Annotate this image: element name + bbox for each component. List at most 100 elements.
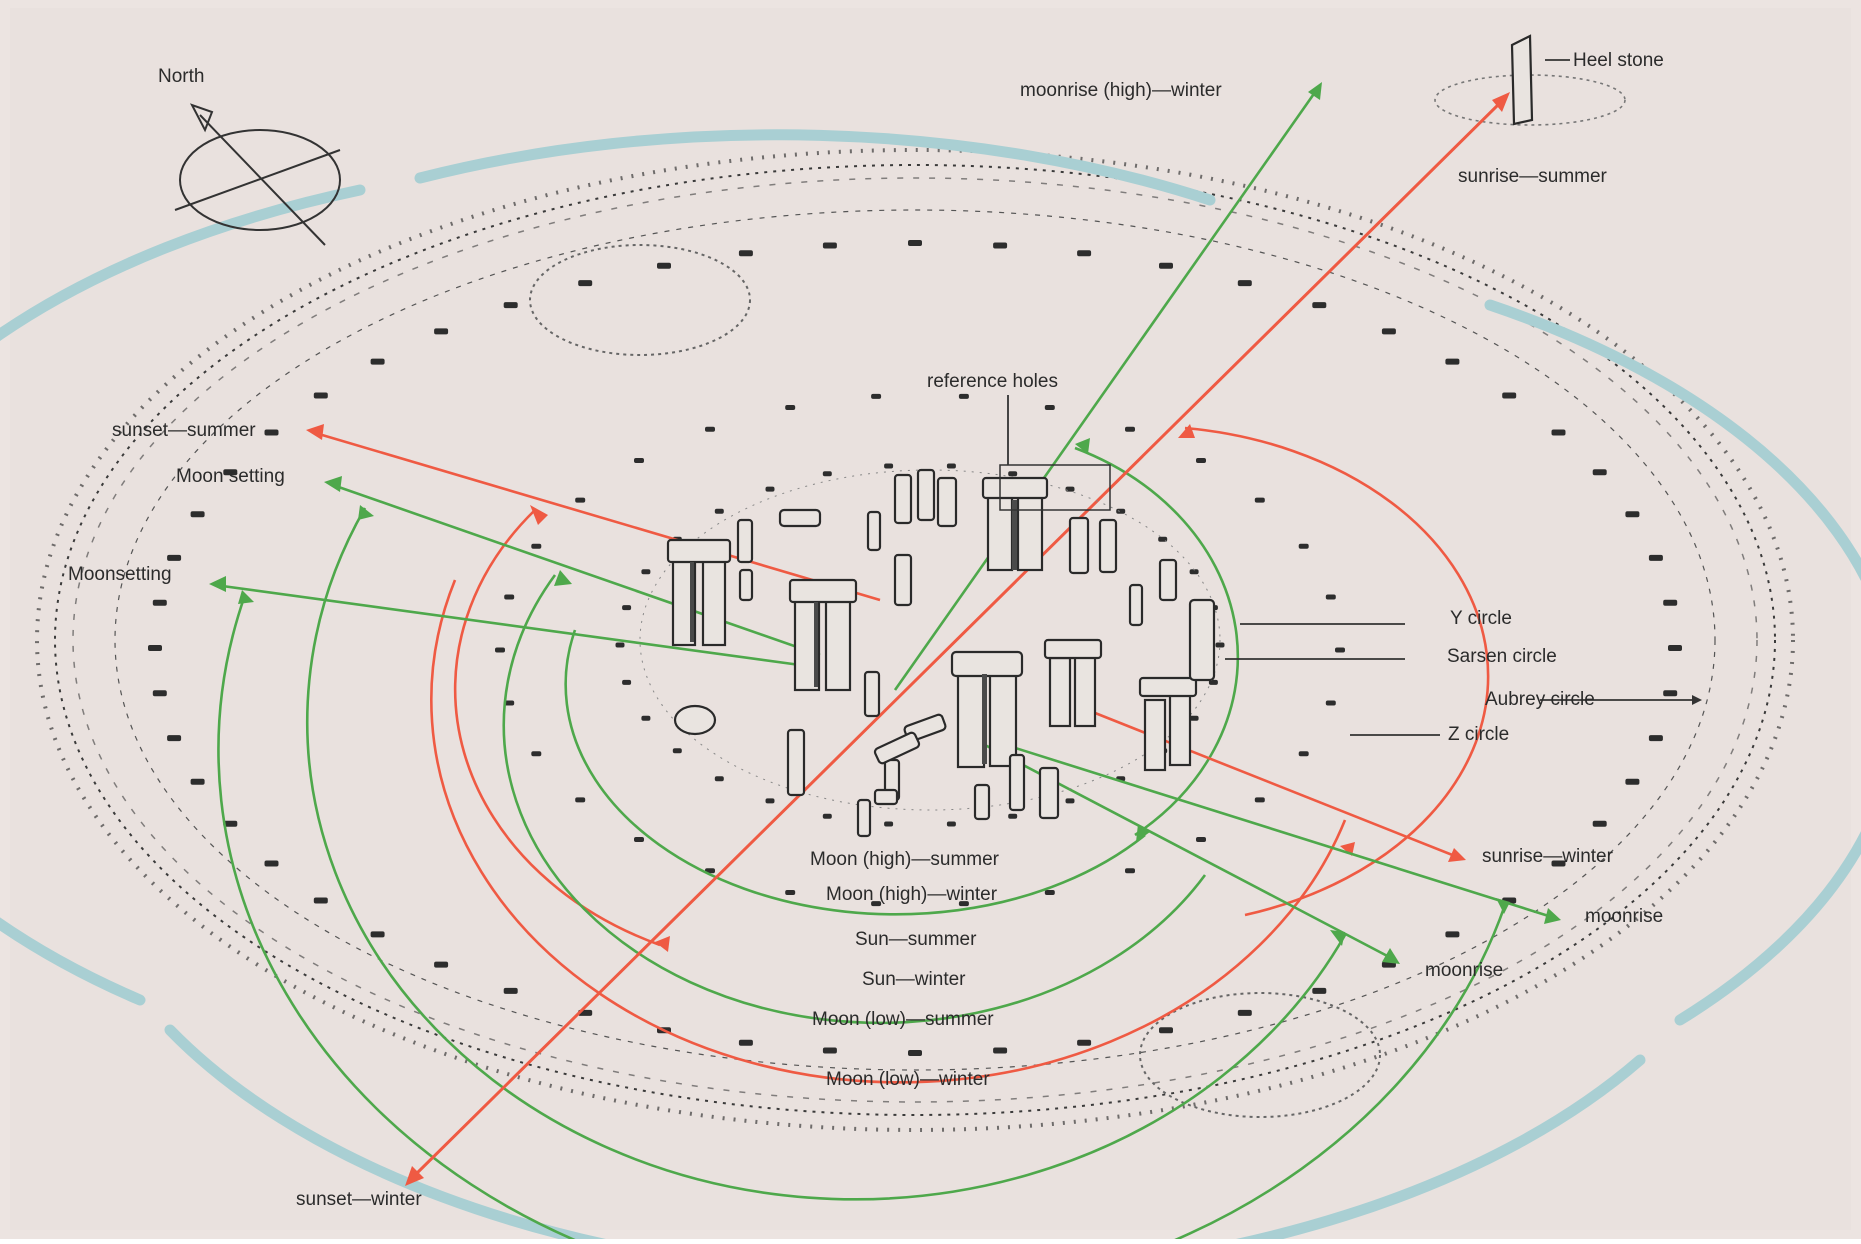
moon-setting-arrow-1: [324, 476, 342, 492]
z-hole: [641, 569, 651, 575]
z-hole: [884, 821, 894, 827]
aubrey-hole: [1159, 1027, 1173, 1034]
y-hole: [871, 393, 882, 399]
reference-holes-label: reference holes: [927, 371, 1058, 392]
trilithon: [1043, 638, 1103, 728]
aubrey-hole: [1625, 778, 1640, 785]
y-hole: [785, 405, 796, 410]
aubrey-hole: [503, 302, 518, 309]
y-hole: [1196, 837, 1206, 842]
ditch-ring: [0, 129, 1861, 1244]
aubrey-hole: [434, 961, 449, 968]
aubrey-hole: [1663, 690, 1678, 697]
z-hole: [1008, 471, 1018, 477]
aubrey-hole: [1648, 554, 1663, 561]
aubrey-hole: [1445, 358, 1460, 365]
aubrey-hole: [190, 778, 205, 785]
aubrey-hole: [370, 931, 385, 938]
heel-stone-label: Heel stone: [1573, 50, 1664, 71]
aubrey-hole: [822, 242, 837, 249]
arrowhead: [1075, 438, 1090, 454]
aubrey-hole: [167, 735, 182, 742]
aubrey-hole: [264, 429, 279, 436]
y-hole: [1254, 497, 1265, 503]
z-hole: [641, 715, 651, 721]
aubrey-hole: [822, 1047, 837, 1054]
aubrey-hole: [657, 262, 671, 269]
aubrey-hole: [1445, 931, 1460, 938]
circle-pointers: [1225, 623, 1702, 736]
arc-labels: Moon (high)—summer Moon (high)—winter Su…: [810, 849, 1000, 1090]
aubrey-hole: [993, 1047, 1008, 1054]
aubrey-hole: [148, 645, 162, 651]
arrowhead: [530, 505, 548, 525]
sunrise-winter-label: sunrise—winter: [1482, 846, 1614, 867]
z-circle-label: Z circle: [1448, 724, 1509, 745]
trilithon: [981, 476, 1049, 572]
reference-holes-marker: reference holes: [927, 371, 1111, 511]
central-stones: [639, 468, 1221, 838]
aubrey-hole: [313, 392, 328, 399]
aubrey-hole: [313, 897, 328, 904]
y-hole: [504, 700, 515, 706]
aubrey-hole: [370, 358, 385, 365]
aubrey-hole: [1668, 645, 1682, 651]
sun-winter-arc: [430, 579, 1347, 1084]
sunrise-winter-arrow: [1448, 848, 1466, 862]
z-hole: [672, 748, 682, 754]
sunset-winter-label: sunset—winter: [296, 1189, 422, 1210]
moonrise-arrow-2: [1382, 948, 1400, 964]
moon-setting-label-1: Moon setting: [176, 466, 285, 487]
inner-bank-ring: [114, 209, 1716, 1071]
y-hole: [1298, 751, 1309, 757]
z-hole: [622, 679, 632, 685]
z-hole: [1189, 715, 1199, 721]
z-hole: [1189, 569, 1199, 575]
aubrey-hole: [1551, 429, 1566, 436]
arc-arrowheads: [238, 424, 1510, 952]
sunset-summer-line: [311, 430, 881, 602]
aubrey-hole: [908, 240, 922, 246]
z-hole: [765, 486, 775, 492]
aubrey-hole: [738, 1039, 753, 1046]
trilithon: [788, 578, 858, 692]
aubrey-hole: [1502, 392, 1517, 399]
z-hole: [1008, 813, 1018, 819]
y-hole: [958, 901, 969, 907]
aubrey-hole: [578, 280, 593, 287]
moon-low-summer-arc: [305, 507, 1347, 1201]
heel-stone-mound: [1434, 74, 1626, 126]
north-barrow: [529, 244, 751, 356]
moon-setting-arrow-2: [209, 576, 226, 592]
moonrise-high-winter-label: moonrise (high)—winter: [1020, 80, 1222, 101]
z-hole: [615, 642, 625, 648]
sunrise-summer-label: sunrise—summer: [1458, 166, 1608, 187]
aubrey-hole: [503, 987, 518, 994]
z-hole: [1158, 536, 1168, 542]
aubrey-hole: [264, 860, 279, 867]
compass-north-label: North: [158, 66, 204, 87]
moon-arcs: [217, 446, 1507, 1244]
y-hole: [1254, 797, 1265, 803]
moonrise-label-1: moonrise: [1585, 906, 1663, 927]
aubrey-hole: [1077, 1039, 1092, 1046]
compass-axis-ns: [199, 114, 326, 246]
y-hole: [634, 837, 644, 842]
aubrey-hole: [152, 690, 167, 697]
trilithon: [950, 650, 1024, 769]
aubrey-hole: [1237, 1009, 1252, 1016]
solstice-axis-line: [408, 96, 1507, 1182]
aubrey-hole: [1237, 280, 1252, 287]
z-hole: [714, 508, 724, 514]
aubrey-hole: [1592, 820, 1607, 827]
stone-ground: [639, 469, 1221, 811]
sunset-summer-arrow: [306, 424, 324, 440]
moon-setting-line-2: [214, 583, 801, 667]
moon-setting-label-2: Moonsetting: [68, 564, 172, 585]
paper-inner: [10, 8, 1851, 1230]
z-hole: [765, 798, 775, 804]
axis-arrow-ne: [1492, 92, 1510, 112]
arrowhead: [554, 570, 572, 586]
aubrey-hole: [738, 250, 753, 257]
